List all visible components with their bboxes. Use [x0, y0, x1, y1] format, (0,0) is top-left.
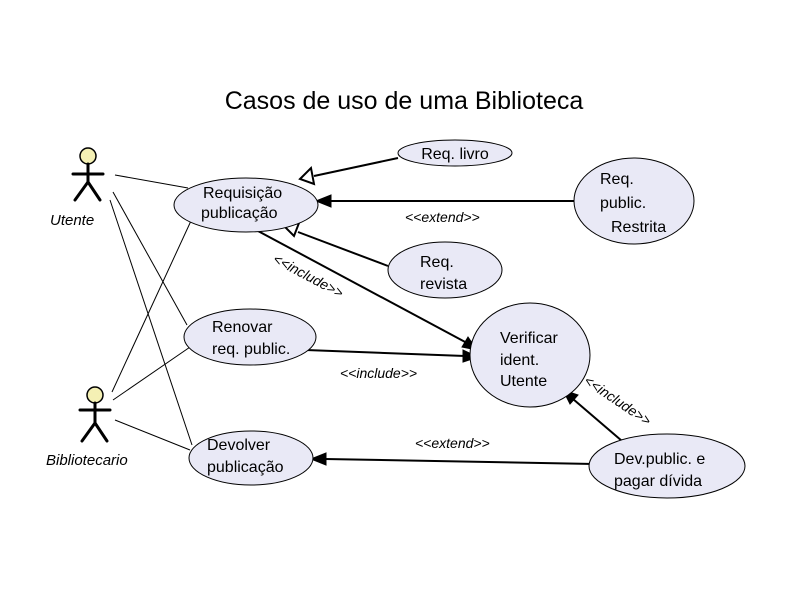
- extend-arrowhead-top: [314, 194, 332, 208]
- assoc-bibliotecario-requisicao: [111, 209, 197, 393]
- edge-req-livro-requisicao: [313, 157, 399, 177]
- edge-dev-verificar: [572, 398, 623, 442]
- use-case-label: Devolver: [207, 437, 271, 454]
- svg-text:Renovar req. public.: Renovar req. public.: [212, 319, 290, 358]
- svg-text:Dev.public. e pagar dívi: Dev.public. e pagar dívida: [614, 451, 710, 490]
- use-case-label: Req.: [420, 254, 454, 271]
- actor-utente: Utente: [50, 147, 105, 229]
- use-case-label: Verificar: [500, 330, 558, 347]
- use-case-label: req. public.: [212, 341, 290, 358]
- use-case-ellipse: [173, 177, 319, 233]
- svg-text:Req. livro: Req. livro: [421, 146, 489, 163]
- use-case-label: public.: [600, 195, 646, 212]
- use-case-req-livro: Req. livro: [397, 139, 513, 167]
- svg-text:Devolver publicação: Devolver publicação: [207, 437, 284, 476]
- use-case-requisicao-publicacao: Requisição publicação: [173, 177, 319, 233]
- stick-figure-icon: [71, 147, 105, 202]
- use-case-ellipse: [588, 433, 746, 499]
- use-case-label: Restrita: [611, 219, 666, 236]
- svg-text:Verificar ident. U: Verificar ident. Utente: [500, 330, 562, 390]
- stick-figure-icon: [78, 386, 112, 443]
- use-case-label: publicação: [201, 205, 278, 222]
- use-case-ellipse: [469, 302, 591, 408]
- extend-arrowhead-bottom: [309, 452, 327, 466]
- use-case-label: pagar dívida: [614, 473, 702, 490]
- use-case-ellipse: [397, 139, 513, 167]
- use-case-label: Dev.public. e: [614, 451, 705, 468]
- svg-text:Req. public. Restr: Req. public. Restrita: [600, 171, 666, 236]
- associations: [109, 174, 197, 451]
- assoc-utente-renovar: [112, 191, 188, 326]
- edge-requisicao-verificar: [257, 230, 468, 344]
- svg-text:Req. revista: Req. revista: [420, 254, 467, 293]
- use-case-ellipse: [387, 241, 503, 299]
- include-label-right: <<include>>: [581, 372, 654, 428]
- use-case-label: Renovar: [212, 319, 273, 336]
- use-case-devolver: Devolver publicação: [188, 430, 314, 486]
- use-case-req-public-restrita: Req. public. Restrita: [573, 157, 695, 245]
- diagram-title: Casos de uso de uma Biblioteca: [225, 87, 584, 115]
- use-case-label: Utente: [500, 373, 547, 390]
- edge-revista-requisicao: [297, 231, 389, 267]
- edge-renovar-verificar: [305, 349, 466, 357]
- assoc-utente-requisicao: [114, 174, 189, 189]
- use-case-ellipse: [573, 157, 695, 245]
- include-label-middle: <<include>>: [340, 365, 417, 381]
- use-case-label: revista: [420, 276, 467, 293]
- use-case-dev-public: Dev.public. e pagar dívida: [588, 433, 746, 499]
- use-case-ellipse: [183, 308, 317, 366]
- edge-dev-devolver: [324, 458, 595, 465]
- extend-label-bottom: <<extend>>: [415, 435, 490, 451]
- use-case-label: Req. livro: [421, 146, 489, 163]
- use-case-label: ident.: [500, 352, 539, 369]
- use-case-label: publicação: [207, 459, 284, 476]
- actor-bibliotecario: Bibliotecario: [46, 386, 128, 469]
- use-case-label: Requisição: [203, 185, 282, 202]
- svg-text:Requisição publicação: Requisição publicação: [201, 185, 287, 222]
- assoc-utente-devolver: [109, 199, 193, 446]
- assoc-bibliotecario-renovar: [112, 344, 194, 401]
- actor-label-utente: Utente: [50, 212, 94, 229]
- use-case-label: Req.: [600, 171, 634, 188]
- generalization-arrowhead: [298, 165, 316, 186]
- assoc-bibliotecario-devolver: [114, 419, 191, 451]
- use-case-ellipse: [188, 430, 314, 486]
- use-case-renovar: Renovar req. public.: [183, 308, 317, 366]
- use-case-req-revista: Req. revista: [387, 241, 503, 299]
- use-case-verificar: Verificar ident. Utente: [469, 302, 591, 408]
- extend-label-top: <<extend>>: [405, 209, 480, 225]
- actor-label-bibliotecario: Bibliotecario: [46, 452, 128, 469]
